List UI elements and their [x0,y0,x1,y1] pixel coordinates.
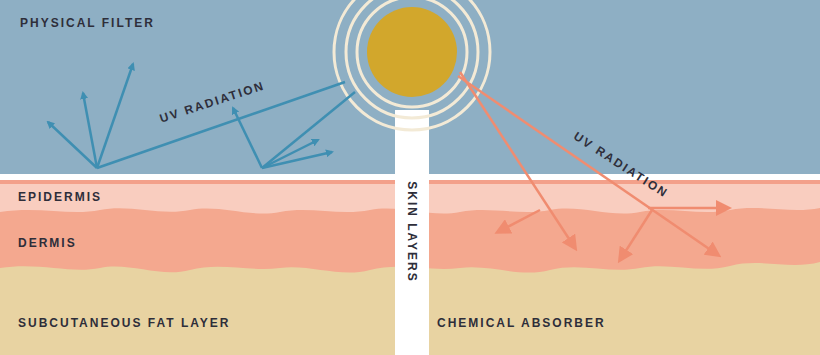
sun-ring [334,0,490,130]
sun-ring [346,0,478,118]
layer-label: EPIDERMIS [18,190,102,204]
sun [367,7,457,97]
absorbed-rays [458,72,728,260]
layer-label: DERMIS [18,236,77,250]
region-label: CHEMICAL ABSORBER [437,316,606,330]
vertical-label: SKIN LAYERS [405,181,419,283]
sun-ring [357,0,467,107]
region-label: PHYSICAL FILTER [20,16,155,30]
layer-label: SUBCUTANEOUS FAT LAYER [18,316,230,330]
skin-layers-strip [395,110,429,355]
reflected-rays [48,64,355,168]
